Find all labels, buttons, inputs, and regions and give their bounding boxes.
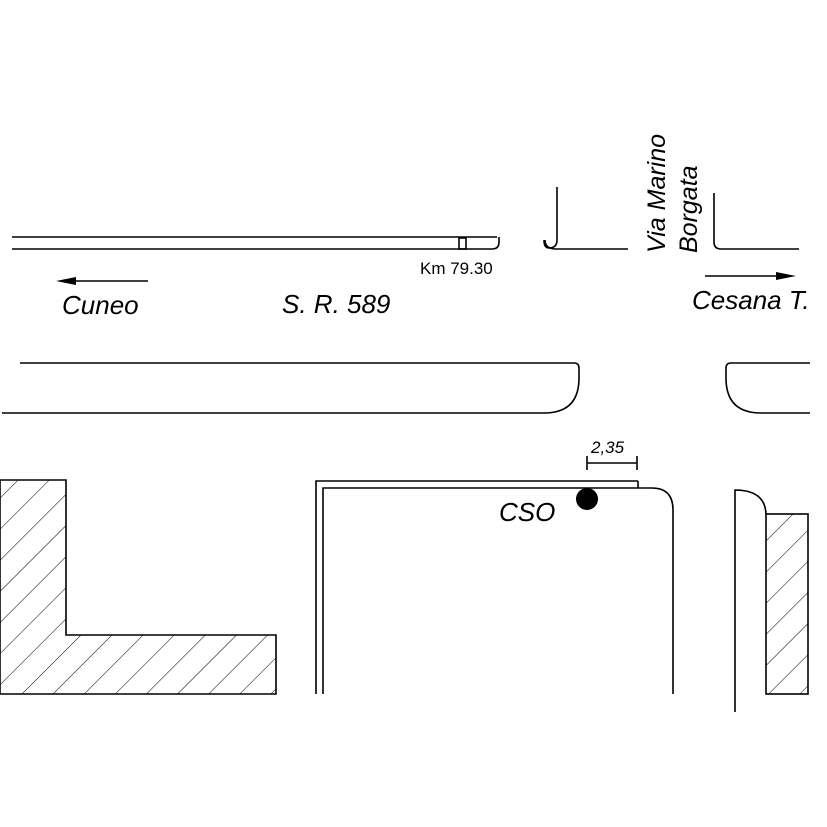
direction-left-label: Cuneo	[62, 290, 139, 320]
side-street-label-line2: Borgata	[675, 165, 703, 253]
km-marker-post	[458, 237, 467, 250]
building-left	[0, 479, 277, 695]
side-street-curb-left	[543, 187, 558, 249]
direction-right-label: Cesana T.	[692, 285, 810, 315]
road-name-label: S. R. 589	[282, 289, 390, 319]
cso-label: CSO	[499, 497, 555, 527]
side-street-label-line1: Via Marino	[643, 134, 671, 253]
dimension-line	[586, 456, 638, 470]
km-marker-label: Km 79.30	[420, 259, 493, 278]
north-road-curb	[12, 236, 500, 250]
building-center	[315, 480, 674, 694]
cso-point-marker	[576, 488, 598, 510]
arrow-left-icon	[56, 277, 148, 285]
side-street-curb-left-inner	[544, 239, 628, 250]
dimension-label: 2,35	[590, 438, 625, 457]
south-sidewalk-right	[725, 362, 810, 414]
south-sidewalk-left	[2, 362, 580, 414]
side-street-curb-right	[713, 193, 799, 250]
arrow-right-icon	[705, 272, 796, 280]
building-right	[734, 489, 809, 712]
